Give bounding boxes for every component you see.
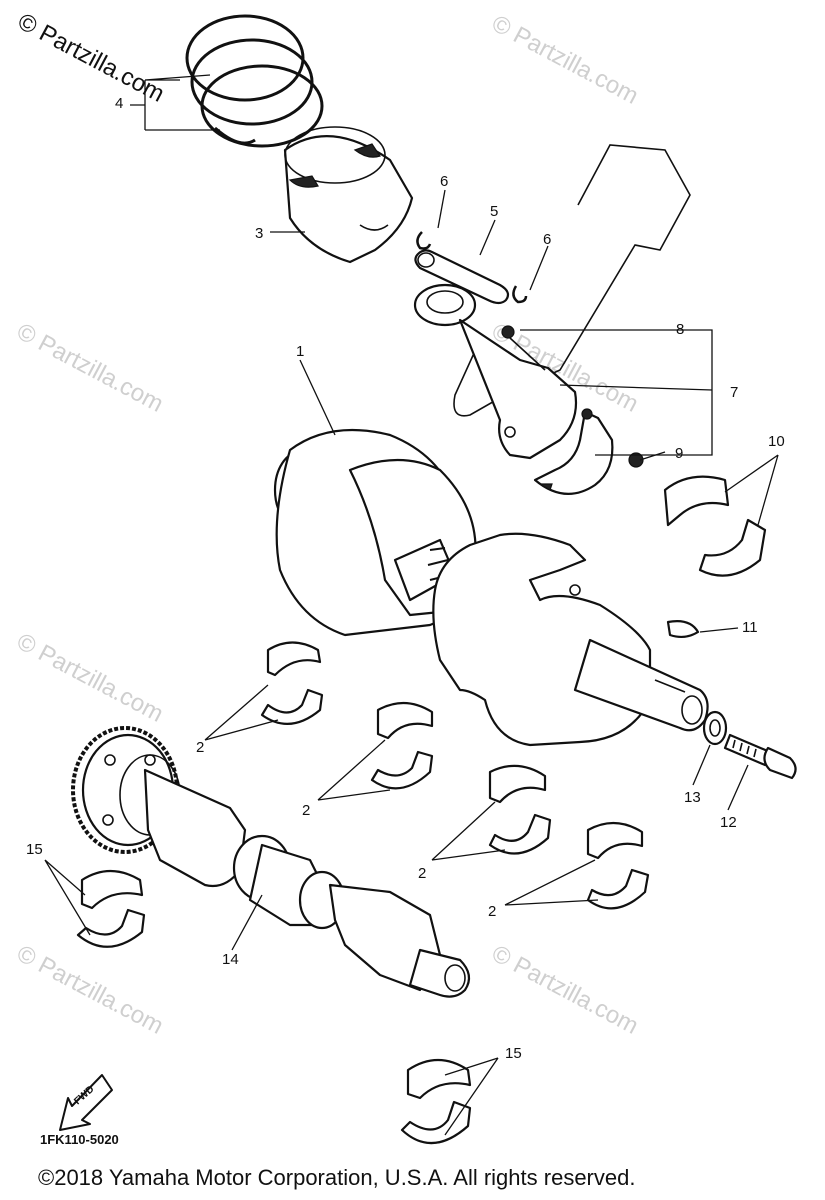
balancer-bearing-set-1[interactable] — [76, 870, 146, 948]
callout-11[interactable]: 11 — [742, 619, 758, 636]
callout-7[interactable]: 7 — [730, 384, 739, 401]
callout-5[interactable]: 5 — [490, 203, 499, 220]
callout-12[interactable]: 12 — [720, 814, 737, 831]
connecting-rod-cap[interactable] — [533, 408, 644, 495]
callout-2[interactable]: 2 — [488, 903, 497, 920]
callout-6[interactable]: 6 — [543, 231, 552, 248]
callout-8[interactable]: 8 — [676, 321, 685, 338]
leader-lines — [44, 74, 779, 1136]
callout-15[interactable]: 15 — [505, 1045, 522, 1062]
callout-4[interactable]: 4 — [115, 95, 124, 112]
main-bearing-set-2[interactable] — [370, 701, 434, 790]
diagram-code: 1FK110-5020 — [40, 1132, 119, 1147]
callout-14[interactable]: 14 — [222, 951, 239, 968]
piston-rings[interactable] — [185, 14, 324, 148]
main-bearing-set-4[interactable] — [586, 821, 650, 910]
callout-15[interactable]: 15 — [26, 841, 43, 858]
main-bearing-set-1[interactable] — [260, 641, 324, 725]
forward-arrow-icon — [59, 1074, 113, 1131]
woodruff-key[interactable] — [666, 620, 700, 639]
copyright-notice: ©2018 Yamaha Motor Corporation, U.S.A. A… — [38, 1165, 636, 1190]
callout-1[interactable]: 1 — [296, 343, 305, 360]
callout-2[interactable]: 2 — [418, 865, 427, 882]
callout-2[interactable]: 2 — [302, 802, 311, 819]
crankshaft[interactable] — [273, 428, 709, 747]
washer[interactable] — [702, 710, 728, 746]
balancer-shaft[interactable] — [71, 726, 471, 998]
connecting-rod[interactable] — [413, 283, 578, 460]
circlip[interactable] — [512, 285, 528, 304]
callout-2[interactable]: 2 — [196, 739, 205, 756]
callout-6[interactable]: 6 — [440, 173, 449, 190]
callout-13[interactable]: 13 — [684, 789, 701, 806]
connecting-rod-outline — [453, 144, 691, 417]
callout-3[interactable]: 3 — [255, 225, 264, 242]
callout-10[interactable]: 10 — [768, 433, 785, 450]
main-bearing-set-3[interactable] — [488, 764, 552, 855]
big-end-bearings[interactable] — [663, 475, 767, 577]
circlip[interactable] — [416, 231, 432, 250]
bolt[interactable] — [723, 733, 797, 780]
piston-pin[interactable] — [414, 249, 510, 305]
balancer-bearing-set-2[interactable] — [400, 1059, 472, 1145]
piston[interactable] — [283, 126, 414, 264]
callout-9[interactable]: 9 — [675, 445, 684, 462]
